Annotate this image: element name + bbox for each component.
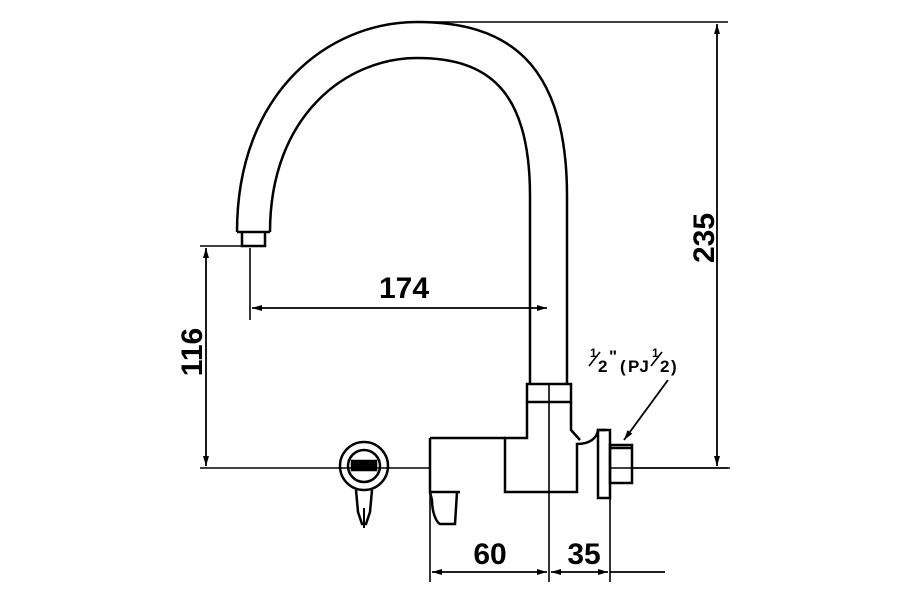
thread-leader: [623, 379, 669, 441]
dim-60-label: 60: [473, 538, 506, 571]
collar-to-body: [569, 402, 581, 441]
inlet-nut: [608, 443, 634, 485]
thread-frac2-num: 1: [652, 346, 659, 360]
body-block: [503, 402, 606, 494]
thread-paren-close: ): [671, 357, 677, 376]
dim-174-label: 174: [379, 272, 429, 305]
dim-116-label: 116: [176, 328, 209, 376]
thread-frac1-den: 2: [598, 357, 607, 376]
faucet-outline: [235, 20, 634, 526]
spout-inner-curve: [268, 56, 532, 384]
spout-outer-curve: [235, 20, 569, 384]
spout-tip: [237, 230, 270, 248]
dim-35-label: 35: [567, 538, 600, 571]
thread-type: PJ: [628, 357, 649, 376]
extension-lines: [200, 21, 730, 582]
dimension-lines: [203, 24, 720, 575]
dim-235-label: 235: [688, 213, 721, 263]
thread-frac2-den: 2: [660, 357, 669, 376]
lever-handle: [428, 436, 505, 526]
wall-flange: [596, 428, 612, 500]
handle-front-view: [338, 440, 390, 528]
thread-inch-mark: ": [609, 347, 617, 366]
thread-frac1-num: 1: [590, 346, 597, 360]
thread-spec: 1 2 " ( PJ 1 2 ): [588, 346, 677, 376]
thread-paren-open: (: [620, 357, 626, 376]
